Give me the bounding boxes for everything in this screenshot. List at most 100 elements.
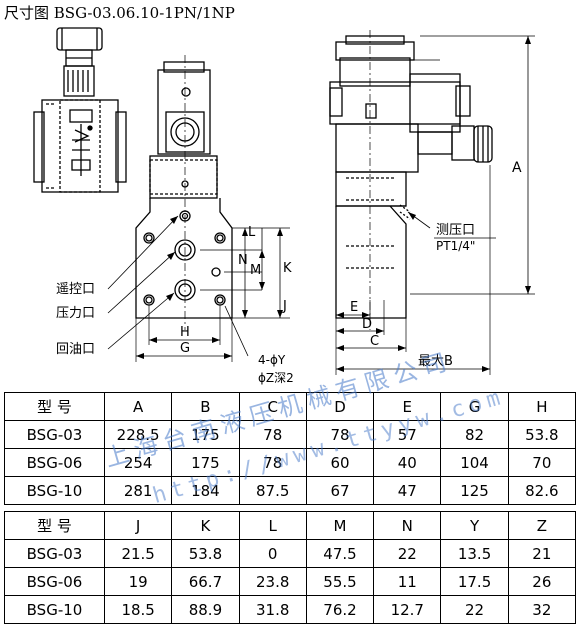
table-cell: 228.5	[103, 420, 173, 449]
table-row: BSG-10 18.5 88.9 31.8 76.2 12.7 22 32	[4, 595, 577, 624]
table-cell: 11	[373, 567, 442, 596]
table-cell: 88.9	[171, 595, 240, 624]
table-cell: 21.5	[103, 539, 173, 568]
table-cell: 18.5	[103, 595, 173, 624]
table-cell: 47	[373, 476, 442, 505]
table-cell: 60	[305, 448, 375, 477]
table-header-cell: C	[238, 392, 307, 421]
label-L: L	[248, 225, 256, 240]
table-cell: 53.8	[171, 539, 240, 568]
table-header-cell: A	[103, 392, 173, 421]
table-cell: 254	[103, 448, 173, 477]
table-row: BSG-10 281 184 87.5 67 47 125 82.6	[4, 476, 577, 505]
table-cell: 78	[238, 420, 307, 449]
table-header-cell: Z	[507, 511, 577, 540]
table-cell: 57	[373, 420, 442, 449]
label-gauge-port: 测压口	[436, 223, 475, 238]
table-header-cell: G	[440, 392, 509, 421]
table-cell: 184	[171, 476, 240, 505]
dimension-table-1: 型 号 A B C D E G H BSG-03 228.5 175 78 78…	[4, 392, 577, 505]
table-cell: 47.5	[305, 539, 375, 568]
dimension-drawing: A L N M K J H G 4-ϕY ϕZ深2 E D C 最大B 遥控口 …	[33, 27, 535, 385]
table-row: BSG-06 254 175 78 60 40 104 70	[4, 448, 577, 477]
table-row: BSG-06 19 66.7 23.8 55.5 11 17.5 26	[4, 567, 577, 596]
label-return-port: 回油口	[56, 342, 95, 357]
table-header-cell: K	[171, 511, 240, 540]
table-cell: 53.8	[507, 420, 577, 449]
label-pressure-port: 压力口	[56, 306, 95, 321]
table-cell: 76.2	[305, 595, 375, 624]
label-E: E	[350, 300, 358, 315]
table-header-cell: Y	[440, 511, 509, 540]
label-H: H	[180, 325, 190, 340]
table-cell: 55.5	[305, 567, 375, 596]
table-cell: 32	[507, 595, 577, 624]
table-header-cell: E	[373, 392, 442, 421]
table-header-cell: J	[103, 511, 173, 540]
table-cell: 17.5	[440, 567, 509, 596]
label-holes: 4-ϕY	[258, 353, 286, 367]
table-cell: 78	[305, 420, 375, 449]
center-view	[107, 55, 290, 362]
table-header-cell: 型 号	[4, 392, 105, 421]
table-cell: 13.5	[440, 539, 509, 568]
label-D: D	[362, 317, 372, 332]
table-cell: 87.5	[238, 476, 307, 505]
table-row: BSG-03 21.5 53.8 0 47.5 22 13.5 21	[4, 539, 577, 568]
table-cell: BSG-03	[4, 420, 105, 449]
table-header-cell: M	[305, 511, 375, 540]
label-B-max: 最大B	[418, 354, 453, 369]
table-header-cell: N	[373, 511, 442, 540]
table-header-row: 型 号 A B C D E G H	[4, 392, 577, 421]
table-cell: 26	[507, 567, 577, 596]
table-cell: 125	[440, 476, 509, 505]
label-M: M	[250, 263, 261, 278]
label-A: A	[512, 160, 522, 176]
table-cell: 22	[373, 539, 442, 568]
dimension-table-2: 型 号 J K L M N Y Z BSG-03 21.5 53.8 0 47.…	[4, 511, 577, 624]
label-C: C	[370, 334, 379, 349]
table-cell: BSG-10	[4, 595, 105, 624]
table-cell: BSG-06	[4, 567, 105, 596]
table-cell: 78	[238, 448, 307, 477]
table-header-cell: 型 号	[4, 511, 105, 540]
table-cell: BSG-03	[4, 539, 105, 568]
label-depth: ϕZ深2	[258, 371, 294, 385]
label-K: K	[283, 261, 292, 276]
table-cell: 66.7	[171, 567, 240, 596]
table-cell: 19	[103, 567, 173, 596]
right-view	[329, 30, 535, 375]
table-cell: 21	[507, 539, 577, 568]
table-row: BSG-03 228.5 175 78 78 57 82 53.8	[4, 420, 577, 449]
table-cell: 67	[305, 476, 375, 505]
table-header-cell: H	[507, 392, 577, 421]
table-cell: 175	[171, 448, 240, 477]
table-cell: BSG-06	[4, 448, 105, 477]
label-N: N	[238, 253, 248, 268]
table-cell: 70	[507, 448, 577, 477]
dimension-labels: A L N M K J H G 4-ϕY ϕZ深2 E D C 最大B 遥控口 …	[56, 160, 522, 385]
table-header-row: 型 号 J K L M N Y Z	[4, 511, 577, 540]
table-cell: 23.8	[238, 567, 307, 596]
table-cell: 0	[238, 539, 307, 568]
arrowheads	[136, 36, 531, 372]
table-cell: 82	[440, 420, 509, 449]
page-title: 尺寸图 BSG-03.06.10-1PN/1NP	[4, 4, 235, 22]
table-header-cell: L	[238, 511, 307, 540]
table-cell: 31.8	[238, 595, 307, 624]
table-cell: 281	[103, 476, 173, 505]
table-cell: 175	[171, 420, 240, 449]
label-remote-port: 遥控口	[56, 282, 95, 297]
table-cell: 12.7	[373, 595, 442, 624]
table-header-cell: D	[305, 392, 375, 421]
label-gauge-thread: PT1/4"	[436, 239, 475, 253]
table-cell: 104	[440, 448, 509, 477]
table-cell: 82.6	[507, 476, 577, 505]
label-J: J	[282, 299, 287, 314]
table-header-cell: B	[171, 392, 240, 421]
table-cell: 40	[373, 448, 442, 477]
table-cell: 22	[440, 595, 509, 624]
label-G: G	[180, 341, 190, 356]
left-view	[33, 27, 127, 193]
table-cell: BSG-10	[4, 476, 105, 505]
